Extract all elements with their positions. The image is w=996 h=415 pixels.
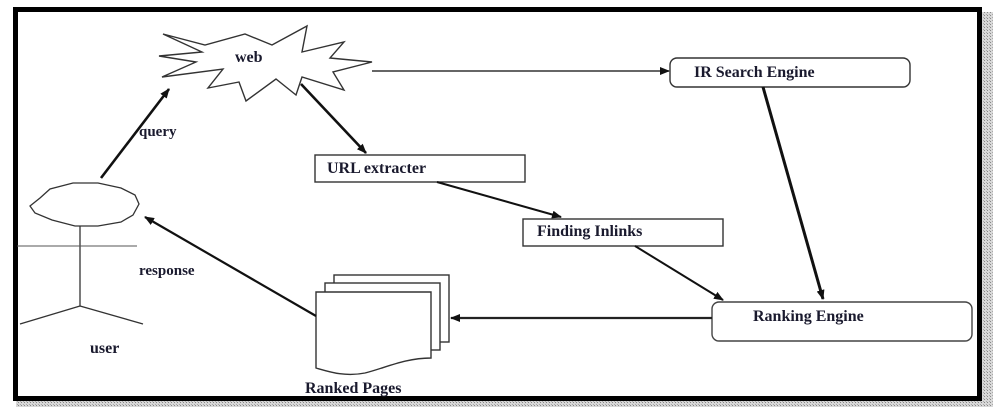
edge-web-to-url-extracter bbox=[300, 83, 367, 154]
url-extracter-label: URL extracter bbox=[327, 160, 426, 177]
node-ir-search-engine: IR Search Engine bbox=[669, 57, 911, 88]
page-front bbox=[315, 291, 432, 376]
edges: query response bbox=[99, 67, 825, 322]
user-head bbox=[29, 182, 140, 227]
user-leg-left bbox=[19, 305, 81, 325]
node-ranked-pages: Ranked Pages bbox=[305, 274, 450, 397]
ranked-pages-label: Ranked Pages bbox=[305, 380, 401, 397]
node-finding-inlinks: Finding Inlinks bbox=[522, 218, 724, 247]
edge-inlinks-to-ranking bbox=[634, 245, 724, 301]
ranking-engine-label: Ranking Engine bbox=[753, 308, 864, 325]
edge-query bbox=[99, 88, 171, 179]
web-label: web bbox=[235, 49, 263, 66]
node-ranking-engine: Ranking Engine bbox=[711, 301, 973, 342]
edge-response bbox=[144, 216, 317, 317]
ranking-engine-box bbox=[711, 301, 973, 342]
node-web: web bbox=[158, 24, 373, 103]
user-label: user bbox=[90, 340, 119, 357]
node-user: user bbox=[17, 182, 144, 357]
node-url-extracter: URL extracter bbox=[314, 154, 526, 183]
user-leg-right bbox=[79, 305, 144, 325]
edge-url-to-inlinks bbox=[436, 181, 562, 219]
ir-search-engine-box bbox=[669, 57, 911, 88]
query-label: query bbox=[139, 124, 177, 140]
url-extracter-box bbox=[314, 154, 526, 183]
ir-search-engine-label: IR Search Engine bbox=[694, 64, 815, 81]
response-label: response bbox=[139, 263, 195, 279]
web-star-shape bbox=[158, 24, 373, 103]
finding-inlinks-label: Finding Inlinks bbox=[537, 223, 642, 240]
frame-shadow-right bbox=[982, 12, 993, 407]
finding-inlinks-box bbox=[522, 218, 724, 247]
edge-ir-to-ranking bbox=[761, 86, 825, 300]
frame-shadow-bottom bbox=[16, 400, 993, 407]
